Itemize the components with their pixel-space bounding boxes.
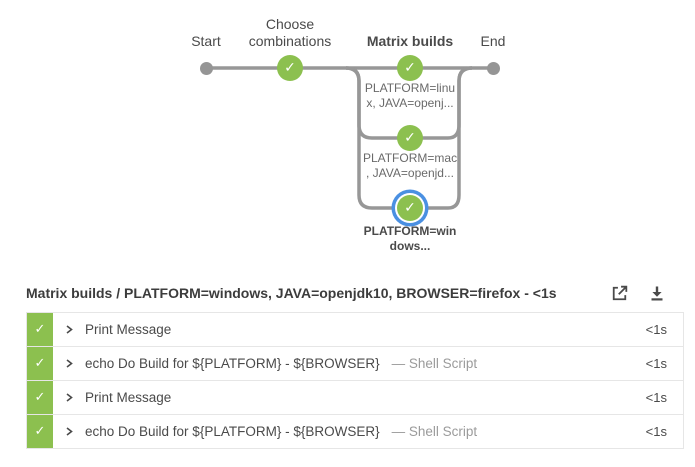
start-node[interactable] — [200, 62, 213, 75]
stage-label-line: Choose — [265, 16, 315, 32]
step-row-print-message[interactable]: ✓ Print Message <1s — [26, 312, 684, 347]
step-duration: <1s — [645, 424, 667, 439]
step-duration: <1s — [645, 356, 667, 371]
check-icon: ✓ — [404, 60, 416, 76]
stage-label-line: combinations — [248, 33, 332, 49]
step-status-success: ✓ — [27, 381, 53, 414]
step-label: echo Do Build for ${PLATFORM} - ${BROWSE… — [85, 356, 380, 371]
check-icon: ✓ — [34, 424, 46, 439]
step-label: Print Message — [85, 322, 172, 337]
check-icon: ✓ — [404, 200, 416, 216]
check-icon: ✓ — [284, 60, 296, 76]
stage-label-start: Start — [191, 33, 221, 49]
step-row-shell-script[interactable]: ✓ echo Do Build for ${PLATFORM} - ${BROW… — [26, 414, 684, 449]
branch-label-line: PLATFORM=win — [363, 224, 457, 238]
node-choose-combinations[interactable]: ✓ — [277, 55, 303, 81]
chevron-right-icon[interactable] — [64, 324, 74, 335]
step-secondary-label: — Shell Script — [391, 424, 478, 439]
stage-label-matrix-builds: Matrix builds — [366, 33, 454, 49]
step-secondary-label: — Shell Script — [391, 356, 478, 371]
node-branch-mac[interactable]: ✓ — [397, 125, 423, 151]
step-label: Print Message — [85, 390, 172, 405]
check-icon: ✓ — [34, 356, 46, 371]
pipeline-edges — [206, 66, 493, 210]
end-node[interactable] — [487, 62, 500, 75]
download-icon[interactable] — [645, 281, 669, 305]
pipeline-graph: ✓ ✓ ✓ ✓ Start Choose combinations Matrix… — [191, 16, 506, 254]
step-duration: <1s — [645, 322, 667, 337]
step-row-shell-script[interactable]: ✓ echo Do Build for ${PLATFORM} - ${BROW… — [26, 346, 684, 381]
chevron-right-icon[interactable] — [64, 358, 74, 369]
node-branch-linux[interactable]: ✓ — [397, 55, 423, 81]
selected-branch-header: Matrix builds / PLATFORM=windows, JAVA=o… — [26, 281, 669, 305]
branch-label-line: PLATFORM=mac — [362, 151, 458, 165]
check-icon: ✓ — [34, 390, 46, 405]
step-duration: <1s — [645, 390, 667, 405]
branch-label-line: x, JAVA=openj... — [366, 96, 454, 110]
branch-label-windows: PLATFORM=win dows... — [358, 224, 462, 254]
step-list: ✓ Print Message <1s ✓ echo Do Build for … — [26, 312, 684, 449]
check-icon: ✓ — [404, 130, 416, 146]
step-row-print-message[interactable]: ✓ Print Message <1s — [26, 380, 684, 415]
branch-label-line: PLATFORM=linu — [364, 81, 456, 95]
selected-branch-title: Matrix builds / PLATFORM=windows, JAVA=o… — [26, 285, 557, 301]
step-status-success: ✓ — [27, 347, 53, 380]
stage-label-choose-combinations: Choose combinations — [235, 16, 345, 50]
branch-label-linux: PLATFORM=linu x, JAVA=openj... — [358, 81, 462, 111]
stage-label-end: End — [480, 33, 506, 49]
branch-label-mac: PLATFORM=mac , JAVA=openjd... — [358, 151, 462, 181]
branch-label-line: , JAVA=openjd... — [366, 166, 454, 180]
branch-label-line: dows... — [389, 239, 431, 253]
step-status-success: ✓ — [27, 415, 53, 448]
chevron-right-icon[interactable] — [64, 392, 74, 403]
open-in-new-icon[interactable] — [607, 281, 631, 305]
step-label: echo Do Build for ${PLATFORM} - ${BROWSE… — [85, 424, 380, 439]
node-branch-windows-selected[interactable]: ✓ — [397, 195, 423, 221]
check-icon: ✓ — [34, 322, 46, 337]
step-status-success: ✓ — [27, 313, 53, 346]
chevron-right-icon[interactable] — [64, 426, 74, 437]
